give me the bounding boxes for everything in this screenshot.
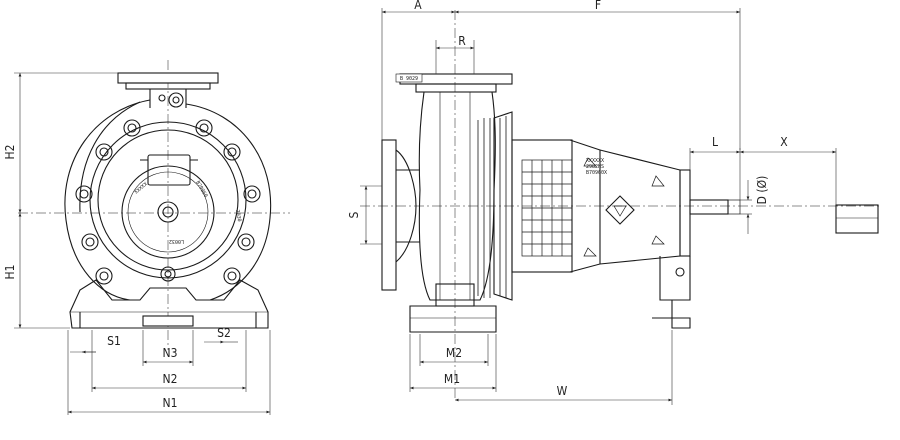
dim-h1-label: H1 xyxy=(3,265,17,280)
dim-n2-label: N2 xyxy=(163,372,178,386)
dim-x-label: X xyxy=(780,135,788,149)
plate-line-2: 2982HS xyxy=(586,164,604,170)
plate-line-1: XXXXXX xyxy=(586,158,604,164)
dim-l-label: L xyxy=(712,135,718,149)
dim-s-label: S xyxy=(347,211,361,218)
front-markings: XXXXX B70960 2030 L0032 xyxy=(133,180,242,244)
front-mark-4: L0032 xyxy=(169,238,184,244)
casing-bolts xyxy=(75,119,261,285)
side-tag-box xyxy=(395,73,423,83)
side-tag-text: B 9029 xyxy=(400,76,418,82)
plate-line-3: B70960X xyxy=(586,170,607,176)
front-view xyxy=(18,60,290,350)
dim-m2-label: M2 xyxy=(446,346,462,360)
dim-r-label: R xyxy=(458,34,466,48)
front-mark-2: B70960 xyxy=(194,180,208,199)
dim-s1-label: S1 xyxy=(107,334,121,348)
cooling-fins xyxy=(477,116,507,298)
dim-s2-label: S2 xyxy=(217,326,231,340)
side-dimension-labels: A F R S L X D (Ø) M2 M1 W xyxy=(347,0,788,398)
dim-a-label: A xyxy=(414,0,422,12)
front-dimension-labels: H2 H1 S1 S2 N3 N2 N1 xyxy=(3,145,231,411)
logo-emblem xyxy=(605,195,635,225)
coupling-guard-grid xyxy=(521,159,573,257)
dim-h2-label: H2 xyxy=(3,145,17,160)
front-mark-1: XXXXX xyxy=(133,181,148,195)
front-mark-3: 2030 xyxy=(234,209,242,222)
side-dimensions xyxy=(360,8,837,405)
dim-n3-label: N3 xyxy=(163,346,178,360)
dim-d-label: D (Ø) xyxy=(755,176,769,205)
dim-m1-label: M1 xyxy=(444,372,460,386)
front-dimensions xyxy=(14,72,271,415)
side-view xyxy=(360,10,880,400)
dim-n1-label: N1 xyxy=(163,396,178,410)
side-markings: B 9029 XXXXXX 2982HS B70960X xyxy=(395,73,607,176)
dim-f-label: F xyxy=(595,0,601,12)
dim-w-label: W xyxy=(557,384,568,398)
